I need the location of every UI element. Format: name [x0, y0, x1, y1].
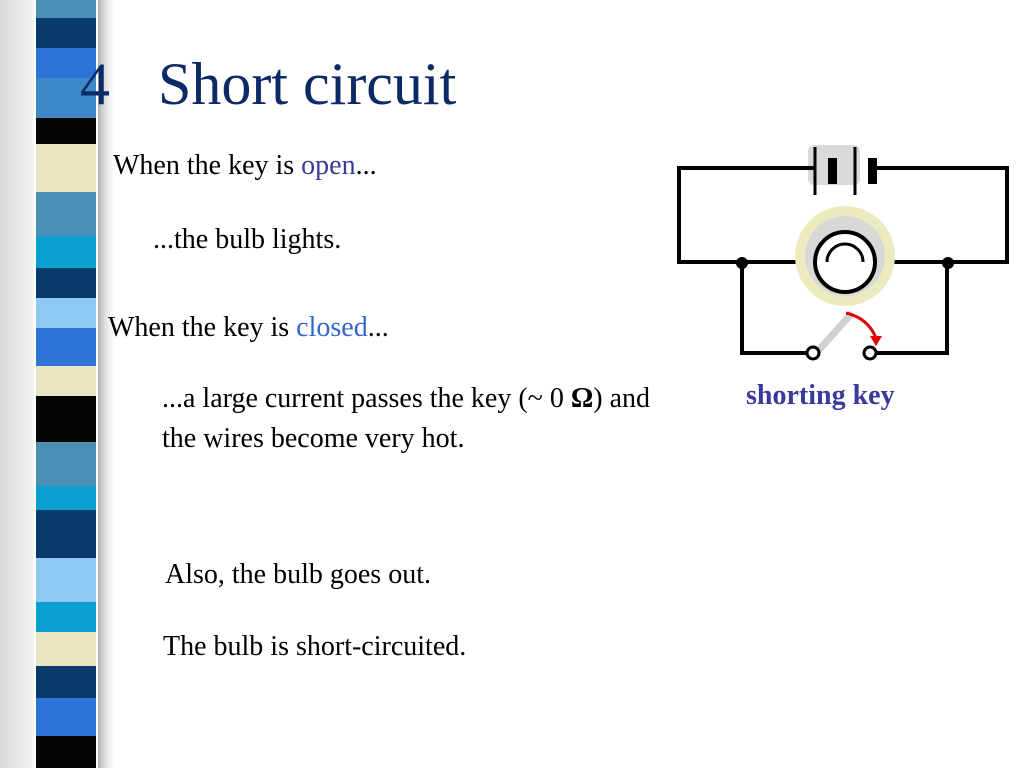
- decorative-strip: [0, 0, 124, 768]
- shorting-key-caption: shorting key: [746, 380, 895, 411]
- open-highlight: open: [301, 150, 356, 181]
- text-key-closed: When the key is closed...: [108, 308, 389, 348]
- ohm-symbol: Ω: [570, 383, 594, 414]
- text-key-open-suffix: ...: [355, 150, 377, 181]
- strip-blocks: [36, 0, 96, 768]
- text-short-circuited: The bulb is short-circuited.: [163, 631, 467, 662]
- text-large-current-part1: ...a large current passes the key (~ 0: [162, 383, 571, 414]
- closed-highlight: closed: [296, 312, 368, 343]
- circuit-wires: [677, 166, 1009, 355]
- key-arrow-icon: [845, 311, 878, 339]
- bulb-symbol: [795, 206, 895, 306]
- circuit-diagram: [677, 145, 1009, 361]
- text-bulb-lights: ...the bulb lights.: [153, 224, 342, 255]
- junction-right: [942, 257, 954, 269]
- text-key-open: When the key is open...: [113, 146, 377, 186]
- title-text: Short circuit: [158, 51, 457, 117]
- text-key-closed-suffix: ...: [367, 312, 389, 343]
- slide-title: 4 Short circuit: [80, 49, 456, 119]
- text-large-current: ...a large current passes the key (~ 0 Ω…: [162, 379, 662, 459]
- junction-left: [736, 257, 748, 269]
- shorting-key-symbol[interactable]: [805, 310, 882, 361]
- text-key-open-prefix: When the key is: [113, 150, 302, 181]
- text-large-current-part2: ) and the wires become very hot.: [162, 383, 651, 454]
- key-arrowhead-icon: [870, 336, 882, 346]
- text-key-closed-prefix: When the key is: [108, 312, 297, 343]
- title-number: 4: [80, 51, 110, 117]
- battery-symbol: [808, 145, 877, 195]
- text-bulb-goes-out: Also, the bulb goes out.: [165, 559, 431, 590]
